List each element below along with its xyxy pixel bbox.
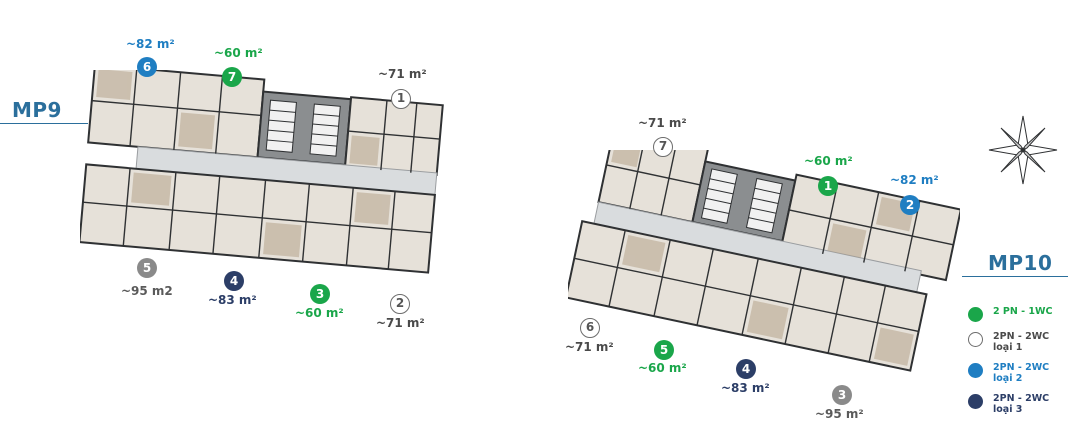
mp10-unit-1-area: ~60 m² <box>804 154 853 168</box>
legend-sublabel: loại 3 <box>993 404 1023 415</box>
legend-sublabel: loại 2 <box>993 373 1023 384</box>
mp9-floor-plan <box>80 70 444 274</box>
mp10-label-line <box>962 276 1068 277</box>
legend-dot-green <box>968 307 983 322</box>
legend-label: 2 PN - 1WC <box>993 306 1053 317</box>
compass-rose-icon <box>988 115 1058 185</box>
legend-dot-blue <box>968 363 983 378</box>
mp9-unit-5-area: ~95 m2 <box>121 284 173 298</box>
mp9-unit-2-area: ~71 m² <box>376 316 425 330</box>
mp9-label-line <box>0 123 88 124</box>
unit-type-legend: 2 PN - 1WC 2PN - 2WC loại 1 2PN - 2WC lo… <box>968 306 1064 424</box>
mp10-unit-5-area: ~60 m² <box>638 361 687 375</box>
mp9-unit-7-badge: 7 <box>222 67 242 87</box>
legend-label: 2PN - 2WC <box>993 393 1050 404</box>
mp10-unit-4-area: ~83 m² <box>721 381 770 395</box>
mp9-unit-1-area: ~71 m² <box>378 67 427 81</box>
mp10-unit-6-area: ~71 m² <box>565 340 614 354</box>
legend-dot-navy <box>968 394 983 409</box>
mp10-unit-6-badge: 6 <box>580 318 600 338</box>
mp10-title: MP10 <box>988 251 1053 275</box>
legend-label: 2PN - 2WC <box>993 331 1050 342</box>
mp9-unit-5-badge: 5 <box>137 258 157 278</box>
mp10-unit-3-badge: 3 <box>832 385 852 405</box>
legend-sublabel: loại 1 <box>993 342 1023 353</box>
mp9-title: MP9 <box>12 98 62 122</box>
mp10-unit-5-badge: 5 <box>654 340 674 360</box>
mp9-unit-6-area: ~82 m² <box>126 37 175 51</box>
mp10-unit-7-area: ~71 m² <box>638 116 687 130</box>
mp9-unit-3-area: ~60 m² <box>295 306 344 320</box>
legend-dot-white <box>968 332 983 347</box>
mp9-unit-7-area: ~60 m² <box>214 46 263 60</box>
mp10-unit-3-area: ~95 m² <box>815 407 864 421</box>
mp10-unit-7-badge: 7 <box>653 137 673 157</box>
mp9-unit-6-badge: 6 <box>137 57 157 77</box>
mp9-unit-1-badge: 1 <box>391 89 411 109</box>
mp9-unit-3-badge: 3 <box>310 284 330 304</box>
legend-item-green: 2 PN - 1WC <box>968 306 1064 322</box>
mp10-unit-4-badge: 4 <box>736 359 756 379</box>
mp9-unit-4-area: ~83 m² <box>208 293 257 307</box>
legend-label: 2PN - 2WC <box>993 362 1050 373</box>
mp10-unit-1-badge: 1 <box>818 176 838 196</box>
mp10-unit-2-area: ~82 m² <box>890 173 939 187</box>
mp9-unit-4-badge: 4 <box>224 271 244 291</box>
legend-item-white: 2PN - 2WC loại 1 <box>968 331 1064 353</box>
mp10-unit-2-badge: 2 <box>900 195 920 215</box>
mp9-unit-2-badge: 2 <box>390 294 410 314</box>
legend-item-blue: 2PN - 2WC loại 2 <box>968 362 1064 384</box>
legend-item-navy: 2PN - 2WC loại 3 <box>968 393 1064 415</box>
